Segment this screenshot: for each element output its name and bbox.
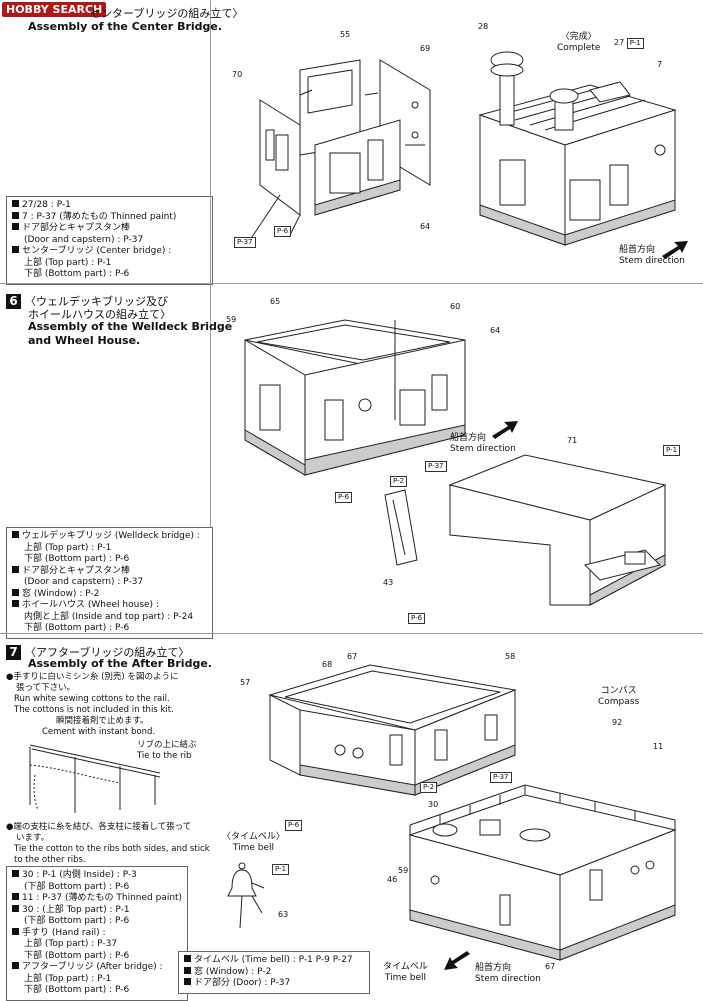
part-71-label: 71 xyxy=(567,436,578,445)
note-rail-cotton: ●手すりに白いミシン糸 (別売) を図のように 張って下さい。 Run whit… xyxy=(6,672,179,737)
section7-title: 7〈アフターブリッジの組み立て〉 xyxy=(6,641,189,660)
tag-p6-6: P-6 xyxy=(335,492,353,503)
part-63-label: 63 xyxy=(278,910,289,919)
part-11-label: 11 xyxy=(653,742,664,751)
section7-legend-right: タイムベル (Time bell) : P-1 P-9 P-27 窓 (Wind… xyxy=(178,951,370,994)
part-67-label-b: 67 xyxy=(545,962,556,971)
part-67-label: 67 xyxy=(347,652,358,661)
section6-title-en: Assembly of the Welldeck Bridge xyxy=(28,320,233,333)
tag-p37: P-37 xyxy=(234,237,256,248)
center-bridge-exploded-drawing xyxy=(249,59,431,241)
part-46-label: 46 xyxy=(387,875,398,884)
time-bell-drawing xyxy=(227,862,265,929)
part-60-label: 60 xyxy=(450,302,461,311)
part-30-label: 30 xyxy=(428,800,439,809)
part-43-label: 43 xyxy=(383,578,394,587)
tag-p6: P-6 xyxy=(274,226,292,237)
divider-6-7 xyxy=(0,633,703,634)
part-64-label: 64 xyxy=(420,222,431,231)
note-tie-cotton: ●端の支柱に糸を結び、各支柱に接着して張って います。 Tie the cott… xyxy=(6,822,210,865)
tag-p37-6: P-37 xyxy=(425,461,447,472)
wheel-house-drawing xyxy=(384,454,667,606)
tag-p37-7: P-37 xyxy=(490,772,512,783)
part-28-label: 28 xyxy=(478,22,489,31)
tag-p6-7: P-6 xyxy=(285,820,303,831)
timebell-title: 〈タイムベル〉Time bell xyxy=(222,832,285,853)
section6-legend: ウェルデッキブリッジ (Welldeck bridge) : 上部 (Top p… xyxy=(6,527,213,639)
note-tie-rib: リブの上に結ぶ Tie to the rib xyxy=(137,740,197,761)
part-70-label: 70 xyxy=(232,70,243,79)
section6-title-jp2: ホイールハウスの組み立て〉 xyxy=(28,308,171,321)
divider-5-6 xyxy=(0,283,703,284)
center-bridge-complete-drawing xyxy=(478,51,677,246)
tag-p6-6b: P-6 xyxy=(408,613,426,624)
vdivider-6 xyxy=(210,283,211,633)
tag-p2-6: P-2 xyxy=(390,476,408,487)
tag-p1-6: P-1 xyxy=(663,445,681,456)
tag-p2-7: P-2 xyxy=(420,782,438,793)
section6-title-en2: and Wheel House. xyxy=(28,334,141,347)
section7-legend-left: 30 : P-1 (内側 Inside) : P-3 (下部 Bottom pa… xyxy=(6,866,188,1001)
section5-title-en: Assembly of the Center Bridge. xyxy=(28,20,223,33)
part-27-label: 27 P-1 xyxy=(614,38,644,49)
part-64-label-6: 64 xyxy=(490,326,501,335)
part-55-label: 55 xyxy=(340,30,351,39)
vdivider-5 xyxy=(210,0,211,283)
watermark-logo: HOBBY SEARCH xyxy=(2,2,107,17)
stem-arrow-icon xyxy=(662,241,688,259)
stem-arrow-icon-7 xyxy=(444,951,470,970)
after-bridge-upper-drawing xyxy=(268,664,517,796)
complete-label: 〈完成〉Complete xyxy=(557,32,601,53)
stem-arrow-icon-6 xyxy=(492,421,518,439)
part-7-label: 7 xyxy=(657,60,663,69)
part-58-label: 58 xyxy=(505,652,516,661)
welldeck-bridge-drawing xyxy=(244,319,466,476)
after-bridge-complete-drawing xyxy=(408,784,677,961)
part-59-label-7: 59 xyxy=(398,866,409,875)
rail-diagram xyxy=(29,744,161,813)
section5-title-jp: センターブリッジの組み立て〉 xyxy=(90,7,244,20)
section6-title: 6〈ウェルデッキブリッジ及び xyxy=(6,290,168,309)
section5-legend: 27/28 : P-1 7 : P-37 (薄めたもの Thinned pain… xyxy=(6,196,213,285)
part-68-label: 68 xyxy=(322,660,333,669)
part-65-label: 65 xyxy=(270,297,281,306)
section7-title-en: Assembly of the After Bridge. xyxy=(28,657,212,670)
part-69-label: 69 xyxy=(420,44,431,53)
part-57-label: 57 xyxy=(240,678,251,687)
part-92-label: 92 xyxy=(612,718,623,727)
part-59-label: 59 xyxy=(226,315,237,324)
tag-timebell-p1: P-1 xyxy=(272,864,290,875)
